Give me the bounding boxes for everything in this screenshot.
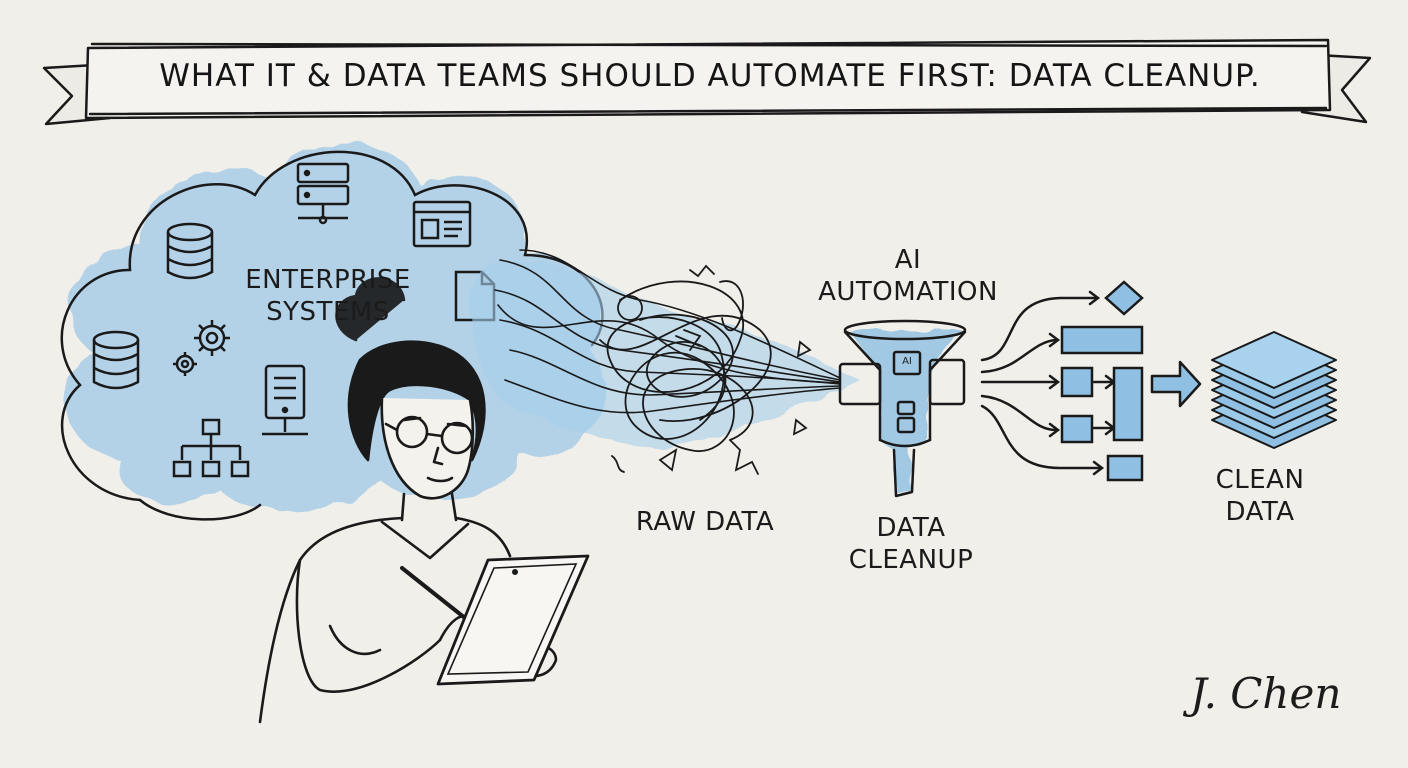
database-icon [166, 222, 214, 280]
enterprise-systems-label: ENTERPRISE SYSTEMS [228, 264, 428, 328]
pen-icon [400, 566, 472, 624]
raw-data-scribble [599, 264, 812, 475]
sorting-flow [980, 280, 1202, 482]
database-icon [92, 330, 140, 390]
data-cleanup-line1: DATA [876, 513, 946, 543]
analyst-figure [258, 277, 558, 724]
clean-data-line1: CLEAN [1215, 465, 1305, 495]
clean-data-label: CLEAN DATA [1190, 464, 1330, 528]
sort-block [1106, 454, 1144, 482]
enterprise-systems-line2: SYSTEMS [266, 297, 390, 327]
title-banner [42, 38, 1372, 126]
stacked-layers-icon [1211, 331, 1337, 449]
sort-block [1112, 366, 1144, 442]
org-chart-icon [172, 418, 250, 478]
data-cleanup-label: DATA CLEANUP [826, 512, 996, 576]
clean-data-line2: DATA [1225, 497, 1295, 527]
ai-automation-label: AI AUTOMATION [808, 244, 1008, 308]
data-cleanup-line2: CLEANUP [848, 545, 974, 575]
tablet-icon [436, 554, 590, 686]
diamond-icon [1104, 280, 1144, 316]
server-tower-icon [262, 364, 308, 436]
sort-block [1060, 325, 1144, 355]
funnel-chip-label: AI [902, 356, 912, 367]
sort-block [1060, 414, 1094, 444]
page-title: WHAT IT & DATA TEAMS SHOULD AUTOMATE FIR… [159, 58, 1261, 94]
raw-data-label: RAW DATA [635, 507, 775, 537]
browser-window-icon [412, 200, 472, 248]
ai-automation-line2: AUTOMATION [818, 277, 998, 307]
enterprise-systems-line1: ENTERPRISE [245, 265, 411, 295]
big-arrow-icon [1150, 360, 1202, 408]
sort-block [1060, 366, 1094, 398]
funnel-icon [838, 319, 967, 498]
gear-icon [173, 320, 230, 376]
artist-signature: J. Chen [1190, 669, 1342, 718]
ai-automation-line1: AI [894, 245, 922, 275]
server-icon [296, 162, 350, 225]
